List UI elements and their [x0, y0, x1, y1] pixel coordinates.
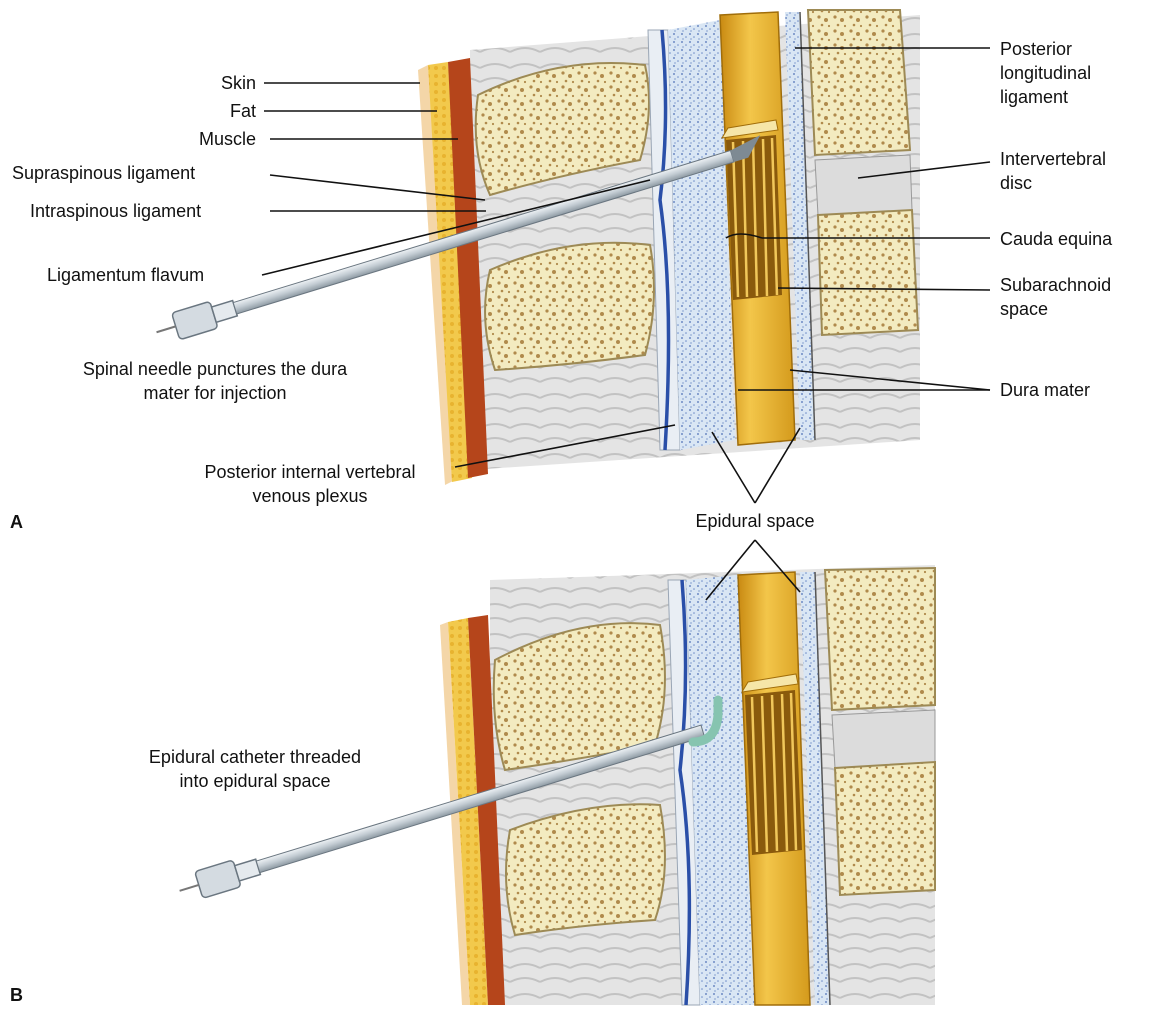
label-needle-caption-2: mater for injection	[30, 382, 400, 404]
label-epidural-space: Epidural space	[655, 510, 855, 532]
label-fat: Fat	[150, 100, 256, 122]
vertebral-body-upper-b	[825, 568, 935, 710]
spinous-process-lower	[485, 243, 654, 370]
label-catheter-1: Epidural catheter threaded	[70, 746, 440, 768]
panel-letter-a: A	[10, 512, 23, 533]
vertebral-body-upper	[808, 10, 910, 155]
label-pll-1: Posterior	[1000, 38, 1072, 60]
label-pll-3: ligament	[1000, 86, 1068, 108]
panel-letter-b: B	[10, 985, 23, 1006]
label-venous-plexus-2: venous plexus	[160, 485, 460, 507]
label-supraspinous-ligament: Supraspinous ligament	[12, 162, 195, 184]
label-cauda-equina: Cauda equina	[1000, 228, 1112, 250]
label-catheter-2: into epidural space	[70, 770, 440, 792]
label-needle-caption-1: Spinal needle punctures the dura	[30, 358, 400, 380]
label-muscle: Muscle	[150, 128, 256, 150]
label-intraspinous-ligament: Intraspinous ligament	[30, 200, 201, 222]
label-skin: Skin	[150, 72, 256, 94]
label-subarachnoid-2: space	[1000, 298, 1048, 320]
vertebral-body-lower-b	[835, 762, 935, 895]
vertebral-body-lower	[818, 210, 918, 335]
label-venous-plexus-1: Posterior internal vertebral	[160, 461, 460, 483]
intervertebral-disc	[815, 155, 912, 215]
label-pll-2: longitudinal	[1000, 62, 1091, 84]
label-ligamentum-flavum: Ligamentum flavum	[47, 264, 204, 286]
label-disc-1: Intervertebral	[1000, 148, 1106, 170]
label-dura-mater: Dura mater	[1000, 379, 1090, 401]
panel-a-illustration	[152, 10, 920, 485]
label-disc-2: disc	[1000, 172, 1032, 194]
spinous-process-lower-b	[506, 804, 665, 935]
label-subarachnoid-1: Subarachnoid	[1000, 274, 1111, 296]
